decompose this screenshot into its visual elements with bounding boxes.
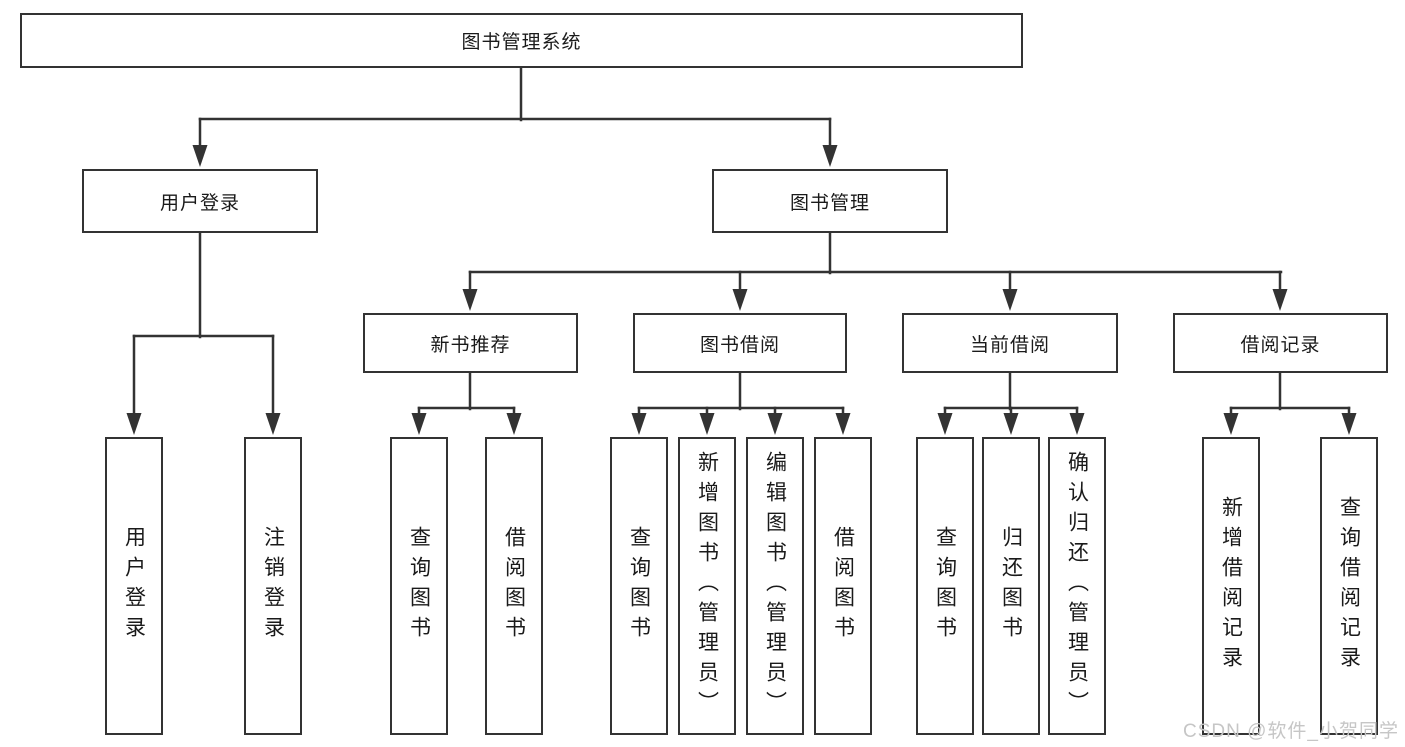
leaf-cb-return-books-label: 归还图书	[999, 526, 1023, 646]
leaf-bb-add-books-admin-label: 新增图书（管理员）	[695, 451, 719, 721]
leaf-bb-query-books-label: 查询图书	[627, 526, 651, 646]
leaf-bb-edit-books-admin: 编辑图书（管理员）	[746, 437, 804, 735]
csdn-watermark: CSDN @软件_小贺同学	[1183, 721, 1399, 742]
leaf-cb-confirm-return-admin-label: 确认归还（管理员）	[1065, 451, 1089, 721]
leaf-cb-query-books-label: 查询图书	[933, 526, 957, 646]
node-new-book-recommend-label: 新书推荐	[430, 334, 511, 356]
leaf-cb-confirm-return-admin: 确认归还（管理员）	[1048, 437, 1106, 735]
node-book-management: 图书管理	[712, 169, 948, 233]
leaf-bb-edit-books-admin-label: 编辑图书（管理员）	[763, 451, 787, 721]
node-new-book-recommend: 新书推荐	[363, 313, 578, 373]
leaf-cb-query-books: 查询图书	[916, 437, 974, 735]
leaf-bb-add-books-admin: 新增图书（管理员）	[678, 437, 736, 735]
leaf-nb-query-books: 查询图书	[390, 437, 448, 735]
leaf-nb-query-books-label: 查询图书	[407, 526, 431, 646]
node-book-management-label: 图书管理	[789, 192, 870, 214]
node-borrowing-records-label: 借阅记录	[1240, 334, 1321, 356]
node-book-borrowing: 图书借阅	[633, 313, 847, 373]
leaf-br-add-record: 新增借阅记录	[1202, 437, 1260, 735]
leaf-br-query-record: 查询借阅记录	[1320, 437, 1378, 735]
node-root: 图书管理系统	[20, 13, 1023, 68]
node-user-login: 用户登录	[82, 169, 318, 233]
arrowheads	[126, 145, 1357, 435]
leaf-br-add-record-label: 新增借阅记录	[1219, 496, 1243, 676]
leaf-bb-borrow-books: 借阅图书	[814, 437, 872, 735]
leaf-logout-label: 注销登录	[261, 526, 285, 646]
leaf-br-query-record-label: 查询借阅记录	[1337, 496, 1361, 676]
leaf-bb-borrow-books-label: 借阅图书	[831, 526, 855, 646]
node-root-label: 图书管理系统	[461, 32, 582, 53]
node-user-login-label: 用户登录	[159, 192, 240, 214]
leaf-logout: 注销登录	[244, 437, 302, 735]
node-current-borrowing: 当前借阅	[902, 313, 1118, 373]
leaf-user-login: 用户登录	[105, 437, 163, 735]
leaf-cb-return-books: 归还图书	[982, 437, 1040, 735]
node-current-borrowing-label: 当前借阅	[969, 334, 1050, 356]
leaf-nb-borrow-books-label: 借阅图书	[502, 526, 526, 646]
leaf-bb-query-books: 查询图书	[610, 437, 668, 735]
leaf-user-login-label: 用户登录	[122, 526, 146, 646]
node-borrowing-records: 借阅记录	[1173, 313, 1388, 373]
leaf-nb-borrow-books: 借阅图书	[485, 437, 543, 735]
node-book-borrowing-label: 图书借阅	[699, 334, 780, 356]
